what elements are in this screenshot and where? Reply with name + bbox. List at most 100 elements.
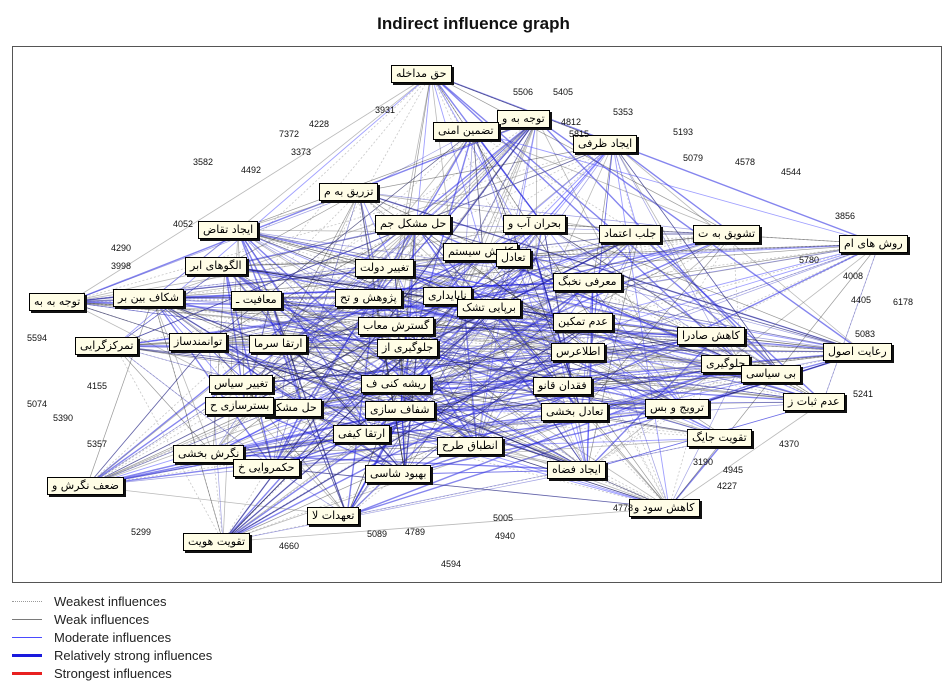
influence-edge xyxy=(244,335,718,407)
influence-edge xyxy=(476,373,782,447)
influence-edge xyxy=(288,343,670,509)
node-label: حل مشکل جم xyxy=(375,215,452,233)
edge-weight-label: 4008 xyxy=(843,271,864,281)
influence-edge xyxy=(586,233,640,471)
edge-weight-label: 4228 xyxy=(309,119,330,129)
influence-edge xyxy=(430,73,880,245)
node-label: تقویت جایگ xyxy=(687,429,752,447)
influence-edge xyxy=(208,223,416,343)
influence-edge xyxy=(270,299,304,409)
edge-weight-label: 4940 xyxy=(495,531,516,541)
influence-edge xyxy=(476,363,742,447)
influence-edge xyxy=(237,229,464,297)
influence-edge xyxy=(152,297,418,349)
legend-swatch xyxy=(12,653,42,657)
influence-edge xyxy=(68,143,614,303)
edge-weight-label: 5357 xyxy=(87,439,108,449)
edge-weight-label: 5005 xyxy=(493,513,514,523)
influence-edge xyxy=(222,321,594,543)
edge-weight-label: 5089 xyxy=(367,529,388,539)
edge-weight-label: 5405 xyxy=(553,87,574,97)
influence-edge xyxy=(244,405,728,439)
influence-edge xyxy=(590,351,686,409)
influence-edge xyxy=(237,229,864,353)
node-label: تغییر سیاس xyxy=(209,375,273,393)
influence-edge xyxy=(212,453,588,471)
edge-weight-label: 4578 xyxy=(735,157,756,167)
influence-edge xyxy=(302,407,670,509)
node-label: تغییر دولت xyxy=(355,259,414,277)
influence-edge xyxy=(248,351,592,385)
node-label: معافیت ـ xyxy=(231,291,282,309)
edge-weight-label: 5083 xyxy=(855,329,876,339)
influence-edge xyxy=(612,143,864,353)
influence-edge xyxy=(394,267,718,337)
influence-edge xyxy=(272,347,418,469)
node-label: توجه به به xyxy=(29,293,86,311)
legend-swatch xyxy=(12,636,42,638)
influence-edge xyxy=(400,223,416,385)
influence-edge xyxy=(397,233,640,327)
edge-weight-label: 4660 xyxy=(279,541,300,551)
edge-weight-label: 7372 xyxy=(279,129,300,139)
influence-edge xyxy=(224,191,360,267)
influence-edge xyxy=(248,383,686,409)
influence-edge xyxy=(346,437,728,517)
legend-swatch xyxy=(12,671,42,675)
edge-weight-label: 3931 xyxy=(375,105,396,115)
influence-edge xyxy=(400,363,742,385)
influence-edge xyxy=(612,143,734,235)
influence-edge xyxy=(86,485,348,517)
legend-swatch xyxy=(12,618,42,620)
influence-edge xyxy=(374,233,734,299)
edge-weight-label: 4227 xyxy=(717,481,738,491)
influence-edge xyxy=(472,130,880,245)
influence-edge xyxy=(400,307,498,385)
influence-edge xyxy=(612,143,718,337)
influence-edge xyxy=(224,265,864,353)
influence-edge xyxy=(114,143,614,347)
edge-weight-label: 3998 xyxy=(111,261,132,271)
node-label: پژوهش و تح xyxy=(335,289,402,307)
node-label: تضمین امنی xyxy=(433,122,499,140)
influence-edge xyxy=(114,345,402,385)
influence-edge xyxy=(404,257,537,475)
influence-edge xyxy=(272,467,670,509)
influence-edge xyxy=(114,345,274,469)
influence-edge xyxy=(612,143,686,409)
influence-edge xyxy=(212,265,226,455)
legend-item: Weak influences xyxy=(12,610,412,628)
influence-edge xyxy=(237,229,396,269)
influence-edge xyxy=(302,297,376,409)
influence-edge xyxy=(272,467,670,509)
influence-edge xyxy=(612,143,640,235)
influence-edge xyxy=(472,130,484,253)
influence-edge xyxy=(430,73,484,253)
node-label: الگوهای ابر xyxy=(185,257,247,275)
influence-edge xyxy=(152,251,484,299)
influence-edge xyxy=(86,130,474,487)
influence-edge xyxy=(592,243,880,323)
influence-edge xyxy=(270,299,594,323)
influence-edge xyxy=(496,307,824,403)
node-label: بسترسازی ح xyxy=(205,397,275,415)
node-label: گسترش معاب xyxy=(358,317,435,335)
influence-edge xyxy=(222,385,574,543)
influence-edge xyxy=(237,229,864,353)
influence-edge xyxy=(114,345,478,447)
influence-edge xyxy=(237,229,399,327)
node-label: حق مداخله xyxy=(391,65,452,83)
node-label: حل مشکل xyxy=(263,399,322,417)
influence-edge xyxy=(244,401,824,407)
influence-edge xyxy=(414,118,538,225)
influence-edge xyxy=(472,130,734,235)
legend-label: Relatively strong influences xyxy=(54,647,213,663)
influence-edge xyxy=(114,223,416,347)
influence-edge xyxy=(224,73,432,267)
node-label: تقویت هویت xyxy=(183,533,251,551)
node-label: بحران آب و xyxy=(503,215,567,233)
influence-edge xyxy=(400,383,686,409)
influence-edge xyxy=(208,341,864,353)
